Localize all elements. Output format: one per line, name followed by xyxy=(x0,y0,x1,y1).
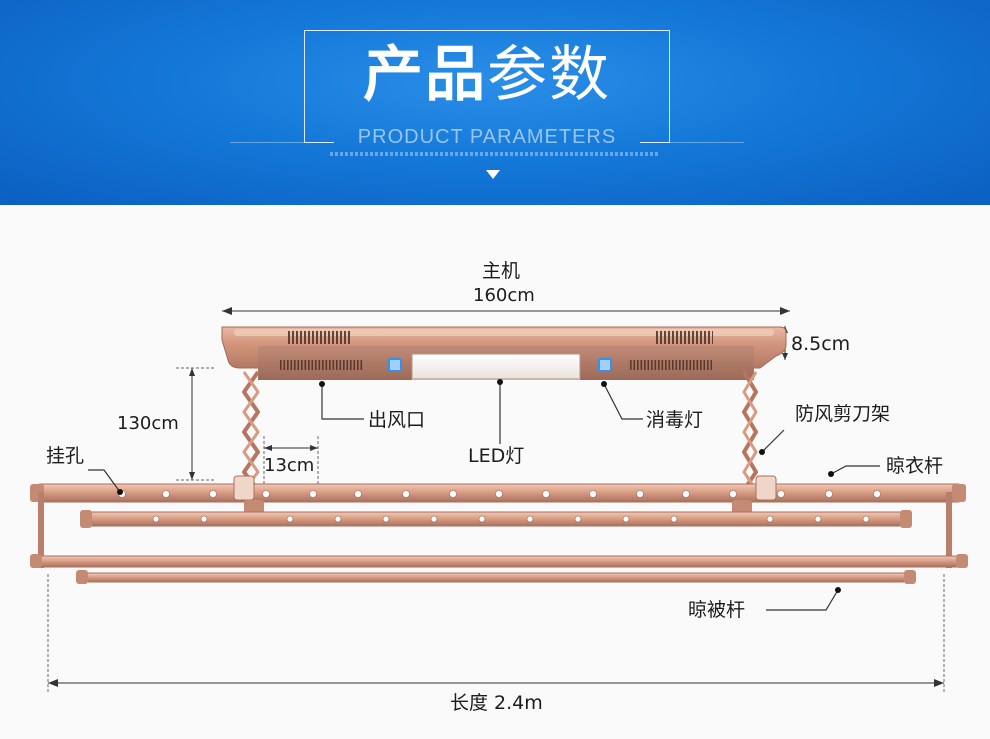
header-banner: 产品参数 PRODUCT PARAMETERS xyxy=(0,0,990,205)
quilt-rod xyxy=(30,554,968,584)
leader-lines xyxy=(88,382,880,611)
title-light: 参数 xyxy=(487,40,611,110)
bracket-left xyxy=(233,475,255,501)
banner-fineprint-decor xyxy=(330,152,660,156)
scissor-arm-left xyxy=(242,370,260,492)
label-height: 8.5cm xyxy=(791,333,851,355)
title-bold: 产品 xyxy=(363,40,487,110)
label-air-outlet: 出风口 xyxy=(368,409,426,431)
drop-dimension xyxy=(176,367,214,481)
total-length-dimension xyxy=(47,574,945,692)
page-title: 产品参数 xyxy=(304,30,670,120)
drying-rack-illustration xyxy=(30,307,968,692)
bracket-right xyxy=(755,475,777,501)
title-frame xyxy=(304,30,670,142)
main-width-dimension xyxy=(222,307,790,315)
label-main-width: 160cm xyxy=(473,285,535,306)
label-main-unit: 主机 xyxy=(482,260,521,282)
label-uv-light: 消毒灯 xyxy=(646,409,704,431)
subtitle-line-left xyxy=(304,142,334,143)
subtitle-line-right xyxy=(640,142,670,143)
clothes-rod xyxy=(30,483,966,503)
banner-decor-line xyxy=(230,142,304,143)
page-subtitle: PRODUCT PARAMETERS xyxy=(357,126,617,148)
clothes-rod-secondary xyxy=(80,510,912,528)
label-scissor-frame: 防风剪刀架 xyxy=(795,403,891,425)
spacing-dimension xyxy=(263,436,319,490)
arrow-down-icon xyxy=(486,170,500,179)
leader-dots xyxy=(117,379,841,593)
label-quilt-rod: 晾被杆 xyxy=(688,599,746,621)
label-spacing: 13cm xyxy=(264,455,315,476)
side-bracket-left xyxy=(38,492,44,568)
product-diagram: 主机 160cm 8.5cm 130cm 出风口 LED灯 消毒灯 防风剪刀架 … xyxy=(0,205,990,739)
label-led-light: LED灯 xyxy=(468,445,525,467)
label-clothes-rod: 晾衣杆 xyxy=(886,455,944,477)
banner-decor-line xyxy=(670,142,744,143)
label-drop: 130cm xyxy=(117,413,179,434)
label-total-length: 长度 2.4m xyxy=(450,692,543,714)
side-bracket-right xyxy=(946,492,952,568)
label-hanging-hole: 挂孔 xyxy=(46,445,85,467)
scissor-arm-right xyxy=(742,370,758,492)
main-unit xyxy=(221,326,787,380)
